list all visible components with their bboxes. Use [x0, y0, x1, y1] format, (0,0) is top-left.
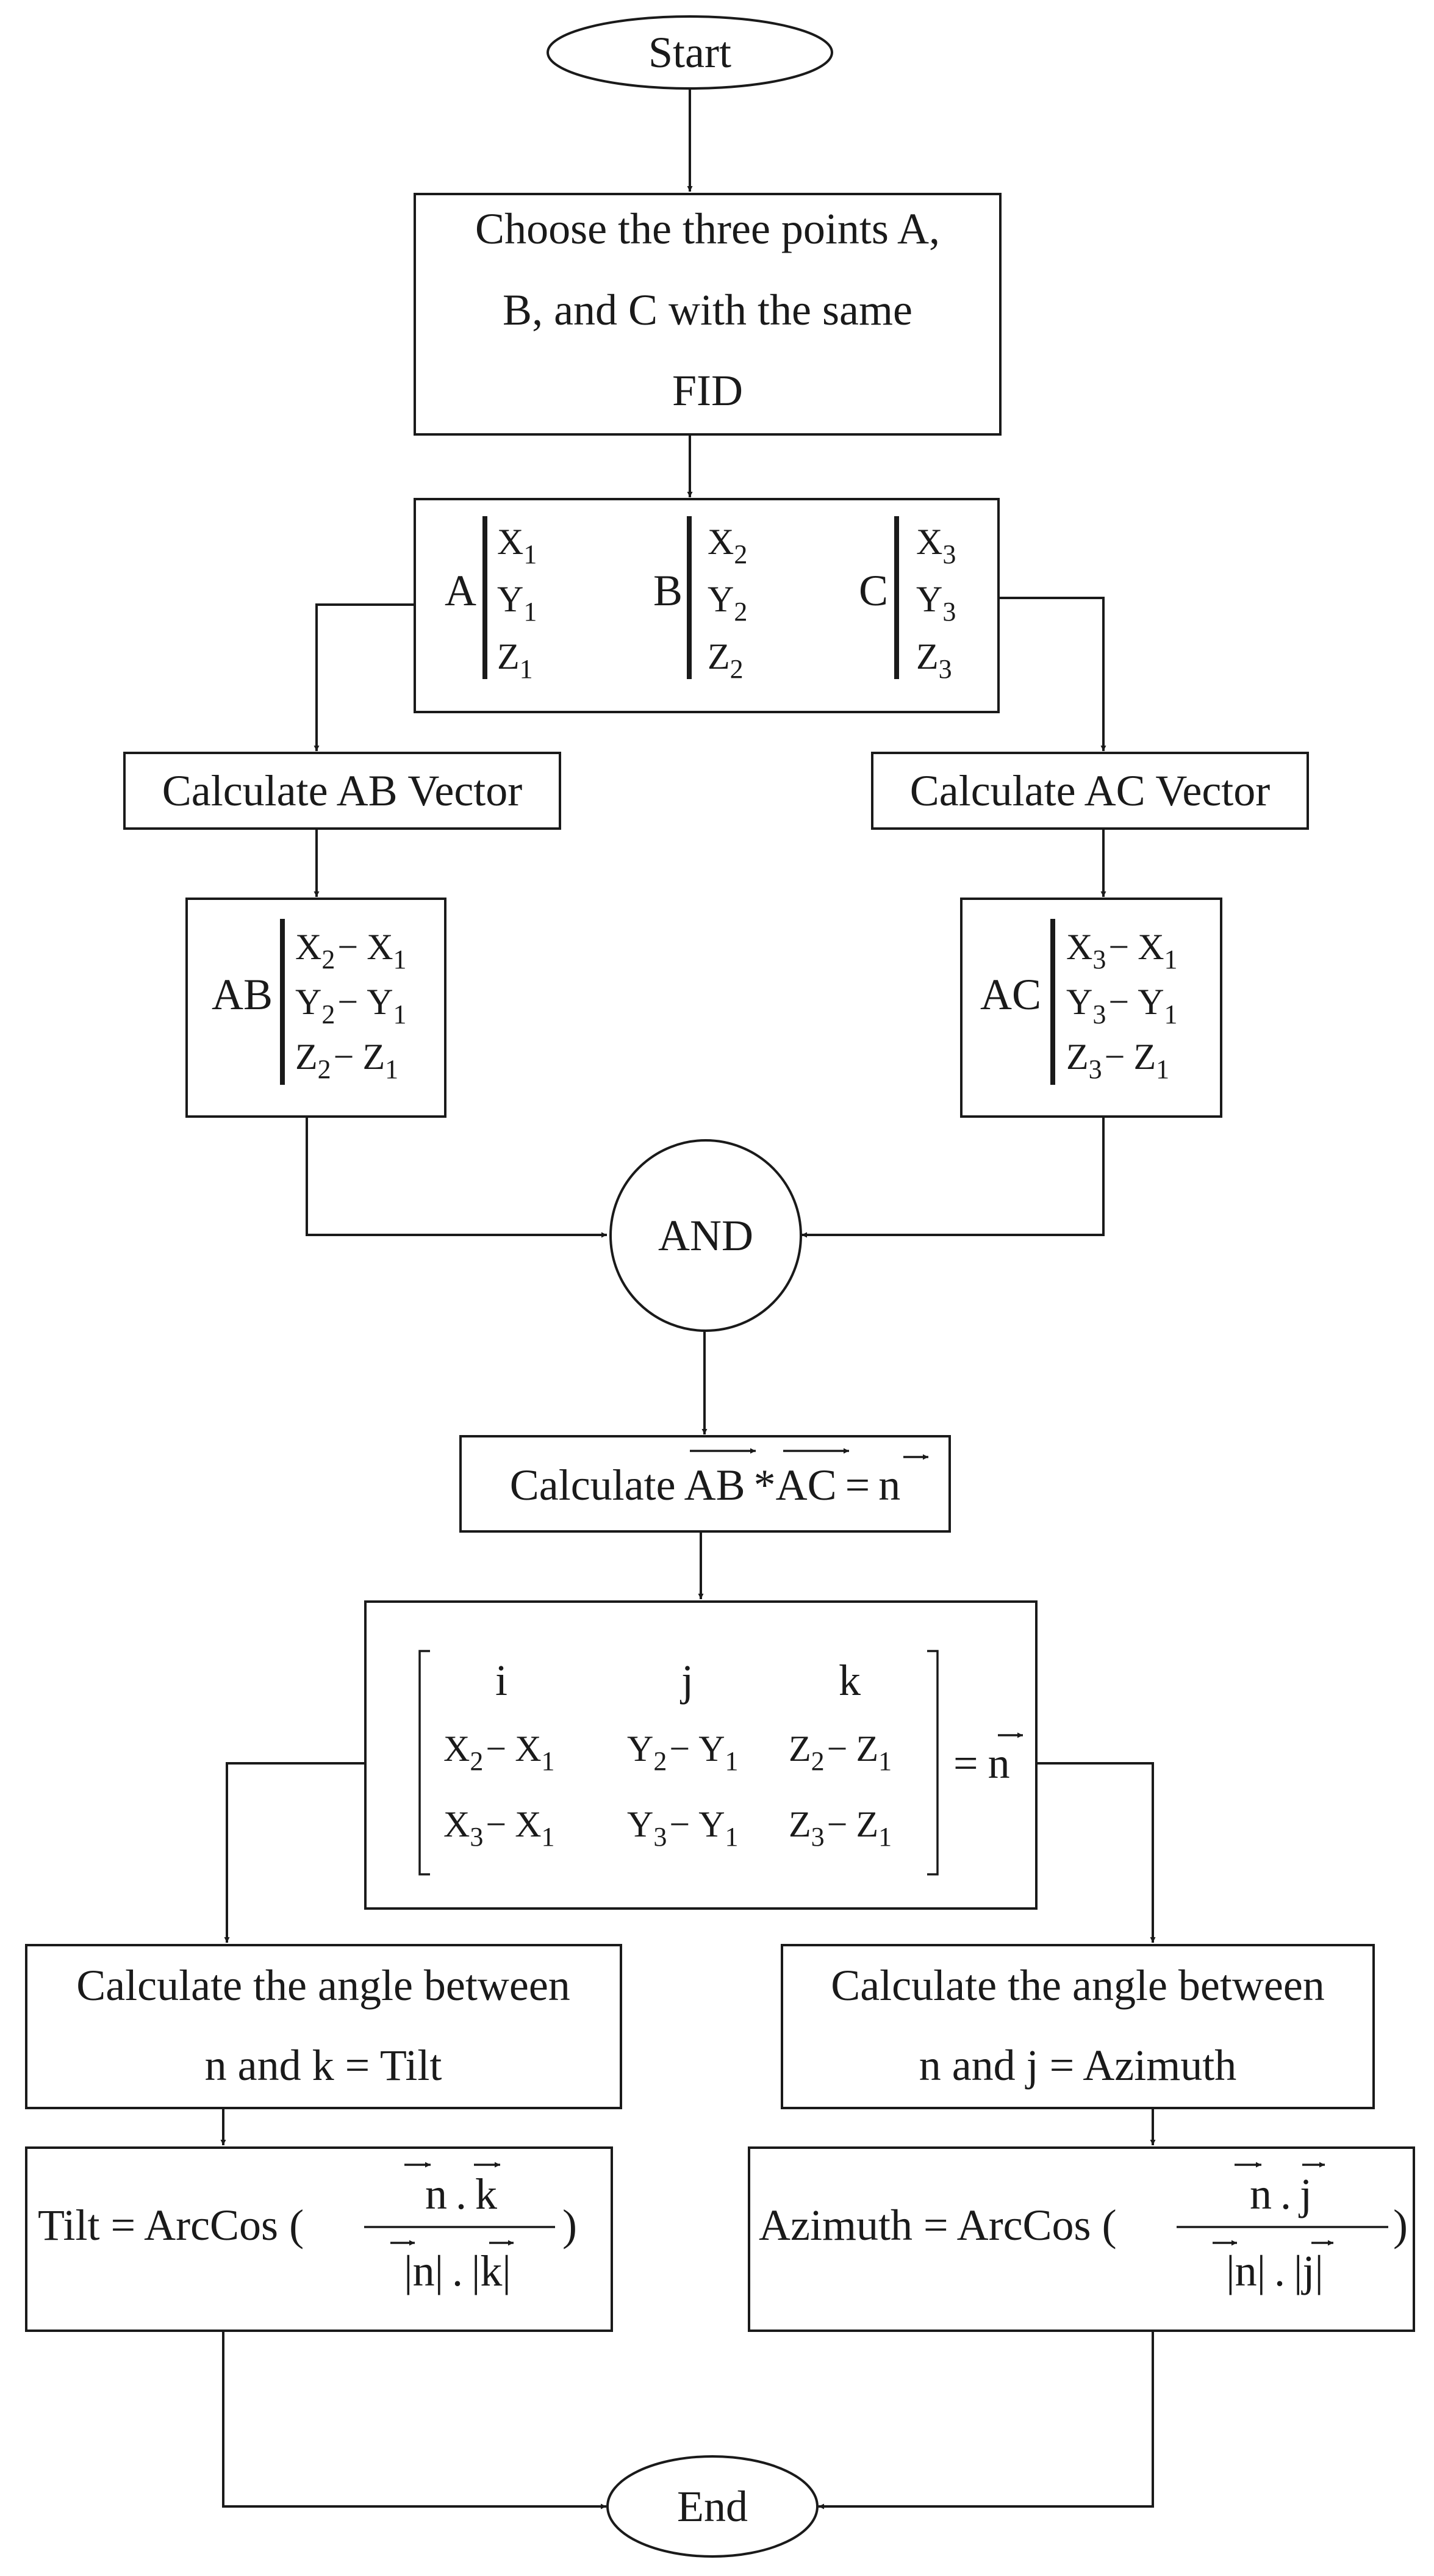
and-circle: [609, 1139, 802, 1332]
connectors: [220, 76, 1156, 2509]
arrow-matrix-to-tilt-angle: [224, 1762, 365, 1943]
matrix-header-j: j: [679, 1656, 694, 1705]
point-c-x: X3: [916, 522, 956, 569]
azimuth-formula-box: [748, 2146, 1415, 2332]
end-node: End: [606, 2455, 819, 2558]
end-ellipse: [606, 2455, 819, 2558]
azimuth-angle-line-2: n and j = Azimuth: [919, 2041, 1237, 2090]
calc-ab-label: Calculate AB Vector: [162, 766, 523, 815]
ac-vector-box: [960, 898, 1222, 1118]
cross-product-box: [459, 1435, 951, 1533]
arrow-azimuth-formula-to-end: [819, 2331, 1154, 2509]
matrix-row3-col3: Z3−Z1: [789, 1804, 892, 1852]
ac-vector-node: AC X3−X1 Y3−Y1 Z3−Z1: [960, 898, 1222, 1118]
cross-product-label: Calculate AB*AC=n: [510, 1461, 901, 1509]
arrow-ab-vector-to-and: [306, 1117, 607, 1238]
azimuth-formula-node: Azimuth = ArcCos ( n.j |n|.|j| ): [748, 2146, 1415, 2332]
ab-vector-row-z: Z2−Z1: [295, 1037, 398, 1084]
tilt-angle-node: Calculate the angle between n and k = Ti…: [25, 1944, 622, 2109]
choose-points-line-1: Choose the three points A,: [475, 204, 940, 253]
matrix-header-k: k: [839, 1656, 861, 1705]
azimuth-formula-lhs: Azimuth = ArcCos (: [759, 2201, 1117, 2250]
matrix-row2-col1: X2−X1: [443, 1729, 555, 1776]
point-a-label: A: [445, 566, 476, 615]
arrow-points-to-calc-ac: [998, 597, 1106, 751]
point-a-x: X1: [497, 522, 537, 569]
matrix-left-bracket: [418, 1650, 430, 1876]
point-b-label: B: [653, 566, 683, 615]
azimuth-numerator: n.j: [1250, 2170, 1312, 2218]
matrix-row3-col1: X3−X1: [443, 1804, 555, 1852]
tilt-denominator: |n|.|k|: [404, 2247, 511, 2295]
points-node: A X1 Y1 Z1 B X2 Y2 Z2 C X3 Y3 Z3: [414, 498, 1000, 713]
and-node: AND: [609, 1139, 802, 1332]
tilt-formula-lhs: Tilt = ArcCos (: [38, 2201, 304, 2250]
choose-points-line-2: B, and C with the same: [503, 286, 912, 334]
ac-vector-label: AC: [980, 970, 1041, 1019]
tilt-numerator: n.k: [425, 2170, 497, 2218]
matrix-row3-col2: Y3−Y1: [627, 1804, 739, 1852]
tilt-formula-box: [25, 2146, 613, 2332]
cross-product-ab: AB: [684, 1461, 745, 1509]
point-c-y: Y3: [916, 579, 956, 627]
point-c-z: Z3: [916, 636, 952, 684]
matrix-equals-n: =n: [953, 1739, 1010, 1788]
matrix-box: [364, 1600, 1038, 1910]
azimuth-formula-close: ): [1393, 2201, 1408, 2250]
tilt-angle-line-2: n and k = Tilt: [205, 2041, 442, 2090]
arrow-tilt-formula-to-end: [222, 2331, 606, 2509]
ab-vector-label: AB: [212, 970, 273, 1019]
point-b-y: Y2: [708, 579, 747, 627]
ac-vector-row-x: X3−X1: [1066, 927, 1178, 974]
calc-ac-label: Calculate AC Vector: [910, 766, 1271, 815]
ac-vector-row-y: Y3−Y1: [1066, 982, 1178, 1029]
point-b-z: Z2: [708, 636, 744, 684]
arrow-ac-vector-to-and: [801, 1117, 1105, 1238]
start-ellipse: [547, 15, 833, 90]
point-a-z: Z1: [497, 636, 533, 684]
matrix-row2-col3: Z2−Z1: [789, 1729, 892, 1776]
ab-vector-node: AB X2−X1 Y2−Y1 Z2−Z1: [185, 898, 446, 1118]
ab-vector-row-y: Y2−Y1: [295, 982, 407, 1029]
cross-product-n: n: [878, 1461, 900, 1509]
choose-points-node: Choose the three points A, B, and C with…: [414, 193, 1002, 436]
cross-product-ac: AC: [776, 1461, 837, 1509]
matrix-header-i: i: [495, 1656, 507, 1705]
point-a-y: Y1: [497, 579, 537, 627]
ac-vector-row-z: Z3−Z1: [1066, 1037, 1169, 1084]
and-label: AND: [658, 1211, 753, 1260]
azimuth-angle-node: Calculate the angle between n and j = Az…: [781, 1944, 1375, 2109]
end-label: End: [677, 2482, 748, 2531]
point-b-x: X2: [708, 522, 747, 569]
arrow-points-to-calc-ab: [314, 603, 415, 751]
start-node: Start: [547, 15, 833, 90]
tilt-angle-line-1: Calculate the angle between: [76, 1961, 570, 2010]
choose-points-box: [414, 193, 1002, 436]
calc-ab-box: [123, 752, 561, 830]
azimuth-denominator: |n|.|j|: [1226, 2247, 1324, 2295]
azimuth-angle-line-1: Calculate the angle between: [831, 1961, 1325, 2010]
start-label: Start: [648, 28, 731, 77]
points-box: [414, 498, 1000, 713]
arrow-matrix-to-azimuth-angle: [1036, 1762, 1156, 1943]
azimuth-angle-box: [781, 1944, 1375, 2109]
ab-vector-box: [185, 898, 446, 1118]
tilt-angle-box: [25, 1944, 622, 2109]
calc-ac-node: Calculate AC Vector: [871, 752, 1309, 830]
matrix-right-bracket: [927, 1650, 939, 1876]
matrix-row2-col2: Y2−Y1: [627, 1729, 739, 1776]
tilt-formula-close: ): [562, 2201, 577, 2250]
matrix-node: i j k X2−X1 Y2−Y1 Z2−Z1 X3−X1 Y3−Y1 Z3−Z…: [364, 1600, 1038, 1910]
calc-ac-box: [871, 752, 1309, 830]
ab-vector-row-x: X2−X1: [295, 927, 407, 974]
tilt-formula-node: Tilt = ArcCos ( n.k |n|.|k| ): [25, 2146, 613, 2332]
point-c-label: C: [859, 566, 888, 615]
choose-points-line-3: FID: [672, 366, 743, 415]
cross-product-node: Calculate AB*AC=n: [459, 1435, 951, 1533]
calc-ab-node: Calculate AB Vector: [123, 752, 561, 830]
